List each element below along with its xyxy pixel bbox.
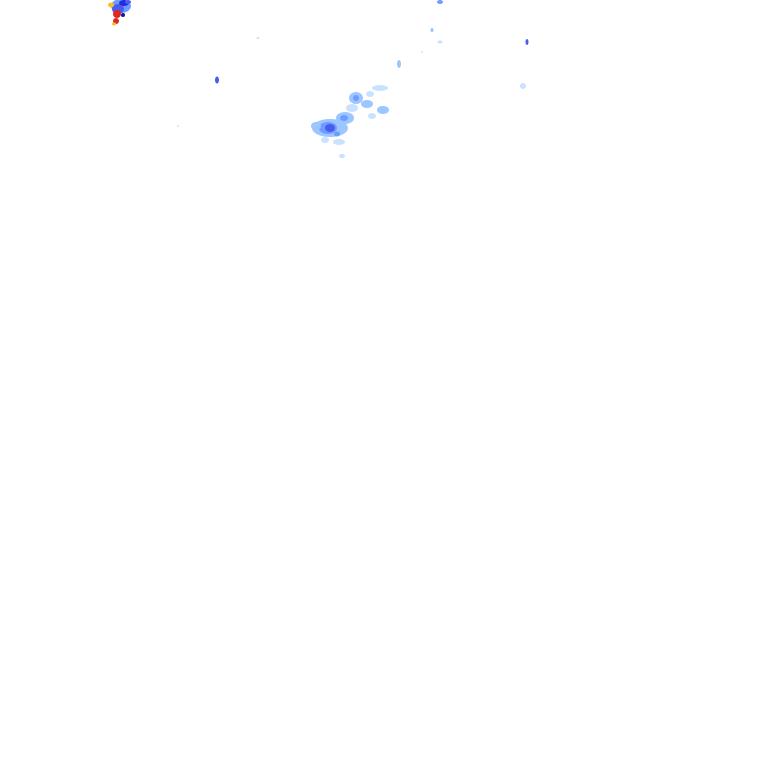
echo-blob (121, 13, 125, 17)
echo-blob (340, 115, 348, 121)
echo-blob (215, 76, 219, 84)
echo-blob (113, 10, 121, 18)
echo-blob (333, 139, 345, 145)
echo-cell-central-cluster (311, 85, 389, 158)
echo-scattered-returns (177, 0, 529, 127)
echo-blob (368, 113, 376, 119)
echo-blob (366, 91, 374, 97)
echo-blob (361, 100, 373, 108)
echo-blob (177, 125, 179, 127)
echo-blob (112, 22, 116, 26)
echo-cell-top-left-intense (108, 0, 131, 26)
echo-blob (437, 40, 443, 44)
echo-blob (525, 39, 529, 45)
echo-blob (325, 124, 335, 132)
echo-blob (339, 154, 345, 158)
echo-blob (377, 106, 389, 114)
echo-blob (353, 95, 359, 101)
echo-blob (397, 60, 401, 68)
echo-blob (311, 122, 321, 130)
echo-blob (437, 0, 443, 4)
echo-blob (321, 137, 329, 143)
echo-blob (108, 2, 114, 8)
echo-blob (125, 0, 131, 4)
echo-blob (372, 85, 388, 91)
echo-blob (113, 18, 119, 24)
echo-blob (346, 104, 358, 112)
echo-blob (430, 28, 434, 32)
echo-blob (520, 83, 526, 89)
echo-blob (256, 37, 260, 39)
echo-blob (421, 51, 423, 53)
echo-blob (334, 131, 340, 137)
